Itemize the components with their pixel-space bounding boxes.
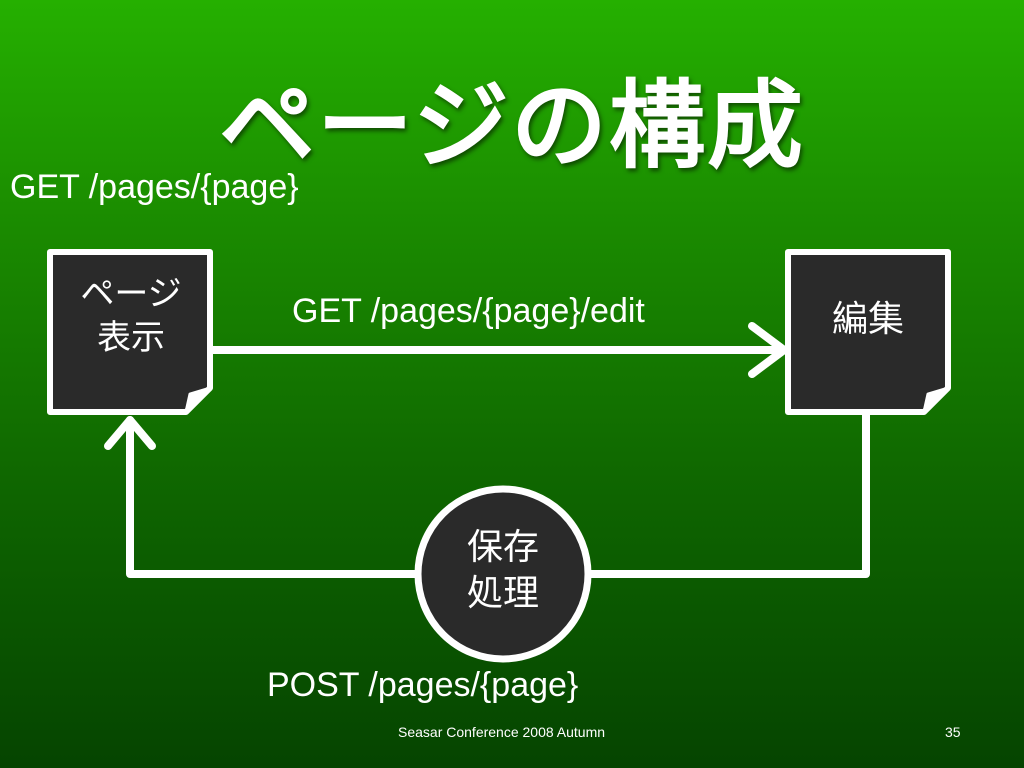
edge-label-save-to-page: POST /pages/{page} [267, 666, 579, 704]
node-edit[interactable] [785, 249, 951, 415]
footer-conference: Seasar Conference 2008 Autumn [398, 724, 606, 740]
node-label-page-view: ページ 表示 [80, 274, 182, 358]
route-label-get-page: GET /pages/{page} [10, 168, 299, 206]
node-label-save: 保存 処理 [466, 527, 539, 614]
connectors [104, 322, 870, 578]
node-page-view[interactable] [47, 249, 213, 415]
edge-label-page-to-edit: GET /pages/{page}/edit [292, 292, 645, 330]
node-label-edit: 編集 [831, 299, 904, 340]
page-number: 35 [945, 724, 961, 740]
edit-fold-icon [922, 386, 949, 413]
connector-edit-to-save [584, 408, 870, 578]
page-view-fold-icon [184, 386, 211, 413]
connector-save-to-page [126, 416, 422, 578]
arrow-page-to-edit-head [748, 322, 788, 378]
slide-title: ページの構成 [218, 70, 806, 182]
arrow-save-to-page-head [104, 416, 156, 450]
node-save-circle[interactable] [414, 485, 592, 663]
